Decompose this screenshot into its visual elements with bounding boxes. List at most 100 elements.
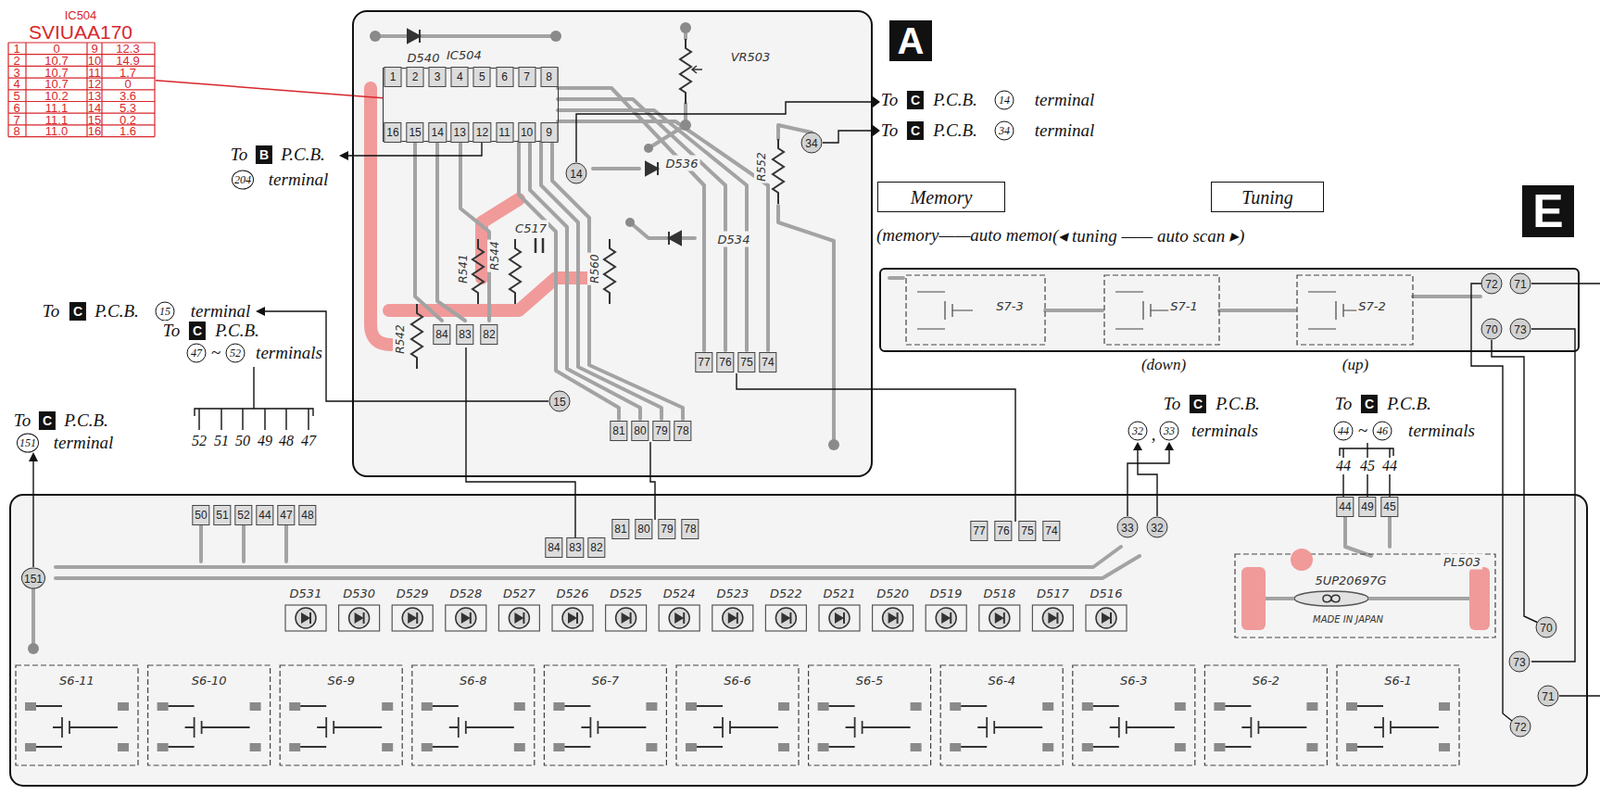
callout-number: 46 xyxy=(1373,421,1393,441)
callout-text: P.C.B. xyxy=(932,89,979,111)
pcb-trace xyxy=(33,27,1481,649)
pad-number: 75 xyxy=(1018,520,1036,542)
part-number: IC504 xyxy=(5,9,156,23)
callout-text: terminal xyxy=(267,169,329,190)
pad-number: 1 xyxy=(384,66,403,88)
led-symbol xyxy=(765,604,807,631)
leader-line xyxy=(1491,340,1538,623)
terminal-number: 70 xyxy=(1481,318,1503,341)
callout-text: terminals xyxy=(1407,420,1476,441)
switch-symbol xyxy=(1336,665,1460,766)
board-badge: C xyxy=(1189,394,1207,414)
part-label: D523 xyxy=(714,585,751,602)
part-label: D534 xyxy=(716,231,753,248)
table-grid xyxy=(8,42,155,138)
arrow-head xyxy=(872,125,881,137)
callout-number: 15 xyxy=(155,302,176,322)
pad-number: 2 xyxy=(406,66,425,88)
switch-direction: (down) xyxy=(1141,355,1186,375)
pad-number: 9 xyxy=(540,122,558,143)
callout-text: To xyxy=(41,301,61,322)
led-symbol xyxy=(1085,604,1127,631)
part-label: D526 xyxy=(554,585,592,602)
pad-number: 80 xyxy=(634,518,653,540)
pilot-lamp xyxy=(1290,548,1313,571)
bracket-number: 52 xyxy=(191,432,207,450)
pad-number: 79 xyxy=(657,518,676,540)
leader-line xyxy=(1137,445,1158,517)
pad-number: 11 xyxy=(495,122,514,143)
callout-text: P.C.B. xyxy=(1214,393,1261,415)
terminal-number: 14 xyxy=(566,163,588,185)
copper-highlight xyxy=(370,88,593,345)
pad-number: 5 xyxy=(473,66,492,88)
arrow-head xyxy=(872,96,881,108)
board-ground xyxy=(10,11,1588,786)
switch-symbol xyxy=(148,665,271,766)
callout-text: To xyxy=(880,120,899,141)
pcb-trace xyxy=(201,523,287,562)
terminal-number: 70 xyxy=(1536,617,1558,639)
bracket-number: 48 xyxy=(278,432,294,450)
leader-line xyxy=(650,441,656,520)
led-symbol xyxy=(1032,604,1073,631)
part-label: R541 xyxy=(455,251,471,285)
pad-number: 49 xyxy=(1358,496,1376,517)
pad-number: 52 xyxy=(234,504,252,526)
pcb-trace xyxy=(552,141,683,419)
pad-number: 48 xyxy=(298,504,316,526)
leader-line xyxy=(822,130,873,143)
terminal-number: 15 xyxy=(549,390,571,413)
part-label: D521 xyxy=(821,585,858,602)
part-label: IC504 xyxy=(444,48,484,63)
arrow-head xyxy=(1133,441,1143,451)
switch-symbol xyxy=(412,665,535,766)
part-label: S7-2 xyxy=(1356,298,1388,315)
terminal-number: 32 xyxy=(1146,516,1169,539)
diode-symbol xyxy=(656,162,659,176)
pad-number: 84 xyxy=(432,324,451,345)
resistor-symbol xyxy=(692,65,703,74)
leader-line xyxy=(1471,283,1512,721)
pad xyxy=(27,642,39,655)
board-badge: C xyxy=(69,302,87,321)
callout-number: 52 xyxy=(226,343,246,364)
pad-number: 51 xyxy=(213,504,231,526)
leader-line xyxy=(33,101,1600,721)
callout-text: terminals xyxy=(1190,420,1260,441)
pad xyxy=(369,30,381,42)
part-label: MADE IN JAPAN xyxy=(1310,613,1386,626)
switch-outline xyxy=(1308,291,1362,329)
bracket-number: 44 xyxy=(1382,457,1398,475)
part-label: D527 xyxy=(501,585,538,602)
pad-number: 76 xyxy=(994,520,1012,542)
diode-symbol xyxy=(668,231,681,245)
leader-connector xyxy=(155,80,383,99)
terminal-number: 71 xyxy=(1537,685,1560,707)
pcb-trace xyxy=(778,125,834,445)
led-symbol xyxy=(872,604,914,631)
pad-number: 44 xyxy=(1335,496,1354,517)
pad-number: 74 xyxy=(758,352,777,373)
callout-text: (◂ tuning —— auto scan ▸) xyxy=(1051,225,1246,247)
table-cell: 8 xyxy=(12,124,20,139)
pcb-trace xyxy=(529,141,641,419)
callout-text: terminal xyxy=(1033,89,1096,111)
diode-symbol xyxy=(418,29,421,43)
pilot-lamp xyxy=(1234,548,1496,638)
part-label: R544 xyxy=(487,239,503,272)
table-cell: 16 xyxy=(88,124,101,139)
part-label: S6-3 xyxy=(1118,672,1150,689)
callout-number: 44 xyxy=(1334,421,1354,441)
part-label: D517 xyxy=(1034,585,1071,602)
arrow-head xyxy=(28,452,38,462)
callout-text: To xyxy=(1334,393,1353,415)
arrow-head xyxy=(28,96,1174,462)
switch-outline xyxy=(1297,275,1413,345)
part-label: D522 xyxy=(768,585,805,602)
table-grid xyxy=(8,42,155,138)
pad-number: 6 xyxy=(495,66,514,88)
led-symbol xyxy=(979,604,1021,631)
pad-number: 82 xyxy=(479,324,498,345)
